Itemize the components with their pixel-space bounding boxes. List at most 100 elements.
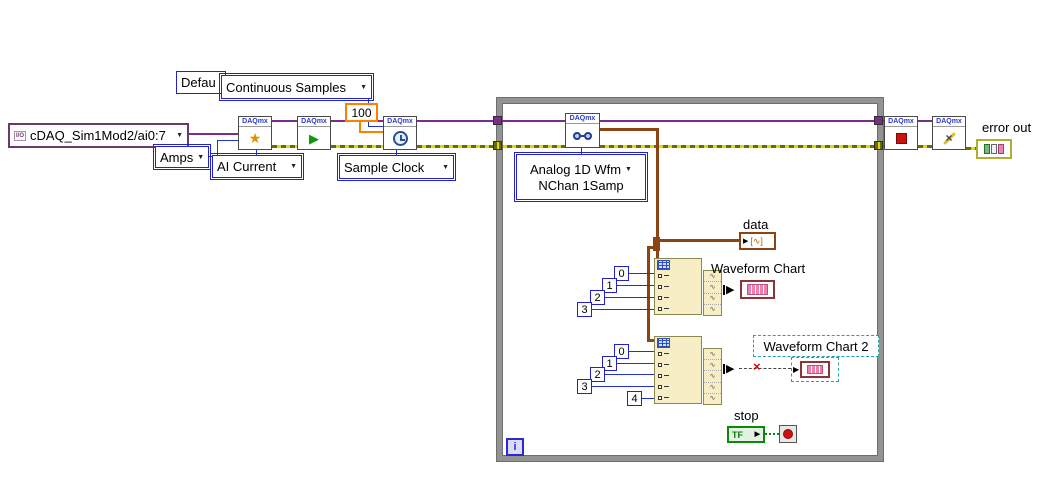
units-wire[interactable] — [217, 140, 238, 141]
index-constant[interactable]: 1 — [602, 356, 617, 371]
stop-wire[interactable] — [765, 433, 779, 435]
index-wire[interactable] — [629, 351, 654, 352]
waveform-wire-segment[interactable] — [647, 339, 655, 342]
index-array-node-2[interactable] — [654, 336, 702, 404]
waveform-chart-2-label: Waveform Chart 2 — [753, 335, 879, 357]
error-wire-segment[interactable] — [966, 147, 976, 150]
build-array-row: ∿ — [704, 392, 721, 404]
measurement-type-ring[interactable]: AI Current ▼ — [210, 153, 304, 180]
index-wire[interactable] — [605, 297, 654, 298]
task-wire-segment[interactable] — [189, 133, 238, 135]
index-constant[interactable]: 4 — [627, 391, 642, 406]
error-tunnel-right[interactable] — [874, 141, 883, 150]
daqmx-create-channel-node[interactable]: DAQmx ★ — [238, 116, 272, 150]
default-ring[interactable]: Defau — [176, 71, 226, 94]
task-wire-segment[interactable] — [918, 120, 932, 122]
index-constant[interactable]: 1 — [602, 278, 617, 293]
waveform-chart-terminal[interactable] — [740, 280, 775, 299]
error-out-label: error out — [982, 120, 1032, 135]
terminal-arrow-icon: ▶ — [743, 237, 749, 245]
chevron-down-icon[interactable]: ▼ — [360, 83, 367, 91]
sample-mode-wire[interactable] — [368, 126, 383, 127]
broken-wire-x-icon: × — [753, 359, 761, 374]
read-mode-wire[interactable] — [581, 148, 582, 154]
sample-mode-ring[interactable]: Continuous Samples ▼ — [219, 73, 374, 101]
waveform-wire-segment[interactable] — [600, 128, 658, 131]
build-array-row: ∿ — [709, 350, 716, 358]
build-array-row: ∿ — [704, 370, 721, 381]
measurement-wire[interactable] — [256, 150, 257, 156]
rate-wire-segment[interactable] — [359, 131, 385, 133]
index-constant[interactable]: 0 — [614, 266, 629, 281]
build-array-node-1[interactable]: ∿ ∿ ∿ ∿ — [703, 270, 722, 316]
loop-condition-terminal[interactable] — [779, 425, 797, 443]
rate-value: 100 — [351, 105, 372, 120]
index-constant[interactable]: 2 — [590, 367, 605, 382]
waveform-wire-segment[interactable] — [656, 128, 659, 260]
error-out-indicator[interactable] — [976, 139, 1012, 159]
array-grid-icon — [657, 337, 670, 348]
error-wire-segment[interactable] — [417, 145, 565, 148]
clock-source-wire[interactable] — [396, 150, 397, 156]
index-constant[interactable]: 2 — [590, 290, 605, 305]
build-array-row: ∿ — [704, 281, 721, 292]
data-indicator-terminal[interactable]: ▶ [∿] — [739, 232, 776, 250]
iteration-terminal[interactable]: i — [506, 438, 524, 456]
waveform-wire-segment[interactable] — [647, 246, 650, 341]
error-wire-segment[interactable] — [331, 145, 383, 148]
stop-if-true-icon — [783, 429, 793, 439]
task-wire-segment[interactable] — [417, 120, 565, 122]
index-wire[interactable] — [617, 363, 654, 364]
units-ring[interactable]: Amps ▼ — [153, 144, 211, 170]
error-wire-segment[interactable] — [600, 145, 884, 148]
task-wire-segment[interactable] — [272, 120, 297, 122]
build-array-node-2[interactable]: ∿ ∿ ∿ ∿ ∿ — [703, 348, 722, 405]
index-wire[interactable] — [617, 285, 654, 286]
daqmx-start-task-node[interactable]: DAQmx ▶ — [297, 116, 331, 150]
waveform-chart-label: Waveform Chart — [711, 261, 806, 276]
index-row — [655, 303, 701, 314]
error-tunnel-left[interactable] — [493, 141, 502, 150]
build-array-row: ∿ — [704, 292, 721, 304]
daqmx-read-node[interactable]: DAQmx — [565, 113, 600, 148]
chevron-down-icon[interactable]: ▼ — [176, 132, 183, 139]
index-array-node-1[interactable] — [654, 258, 702, 315]
rate-wire-segment[interactable] — [359, 121, 361, 133]
daqmx-clear-task-node[interactable]: DAQmx × — [932, 116, 966, 150]
error-wire-segment[interactable] — [918, 145, 932, 148]
waveform-wire-segment[interactable] — [647, 246, 657, 249]
index-wire[interactable] — [629, 273, 654, 274]
while-loop[interactable] — [497, 98, 883, 461]
stop-task-icon — [895, 132, 907, 144]
rate-constant[interactable]: 100 — [345, 103, 378, 122]
index-wire[interactable] — [642, 398, 654, 399]
stop-boolean-terminal[interactable]: TF ▶ — [727, 426, 765, 443]
error-wire-segment[interactable] — [272, 145, 297, 148]
index-constant[interactable]: 3 — [577, 379, 592, 394]
index-row — [655, 348, 701, 359]
index-wire[interactable] — [592, 309, 654, 310]
chevron-down-icon[interactable]: ▼ — [442, 163, 449, 171]
daqmx-timing-node[interactable]: DAQmx — [383, 116, 417, 150]
units-wire[interactable] — [217, 140, 218, 157]
chevron-down-icon[interactable]: ▼ — [290, 163, 297, 170]
daqmx-stop-task-node[interactable]: DAQmx — [884, 116, 918, 150]
index-row — [655, 359, 701, 370]
broken-wire[interactable] — [739, 368, 791, 369]
task-tunnel-left[interactable] — [493, 116, 502, 125]
waveform-wire-segment[interactable] — [657, 239, 740, 242]
clock-source-ring[interactable]: Sample Clock ▼ — [337, 153, 456, 181]
read-mode-ring[interactable]: Analog 1D Wfm ▼ NChan 1Samp — [514, 152, 648, 202]
chevron-down-icon[interactable]: ▼ — [625, 165, 632, 173]
daqmx-header: DAQmx — [239, 117, 271, 127]
chevron-down-icon[interactable]: ▼ — [197, 153, 205, 161]
task-wire-segment[interactable] — [600, 120, 884, 122]
index-wire[interactable] — [592, 386, 654, 387]
waveform-chart-2-terminal[interactable]: ▶ — [791, 357, 839, 382]
task-tunnel-right[interactable] — [874, 116, 883, 125]
index-constant[interactable]: 3 — [577, 302, 592, 317]
index-wire[interactable] — [605, 374, 654, 375]
clock-source-label: Sample Clock — [344, 159, 425, 175]
physical-channel-constant[interactable]: I/O cDAQ_Sim1Mod2/ai0:7 ▼ — [8, 123, 189, 148]
index-constant[interactable]: 0 — [614, 344, 629, 359]
